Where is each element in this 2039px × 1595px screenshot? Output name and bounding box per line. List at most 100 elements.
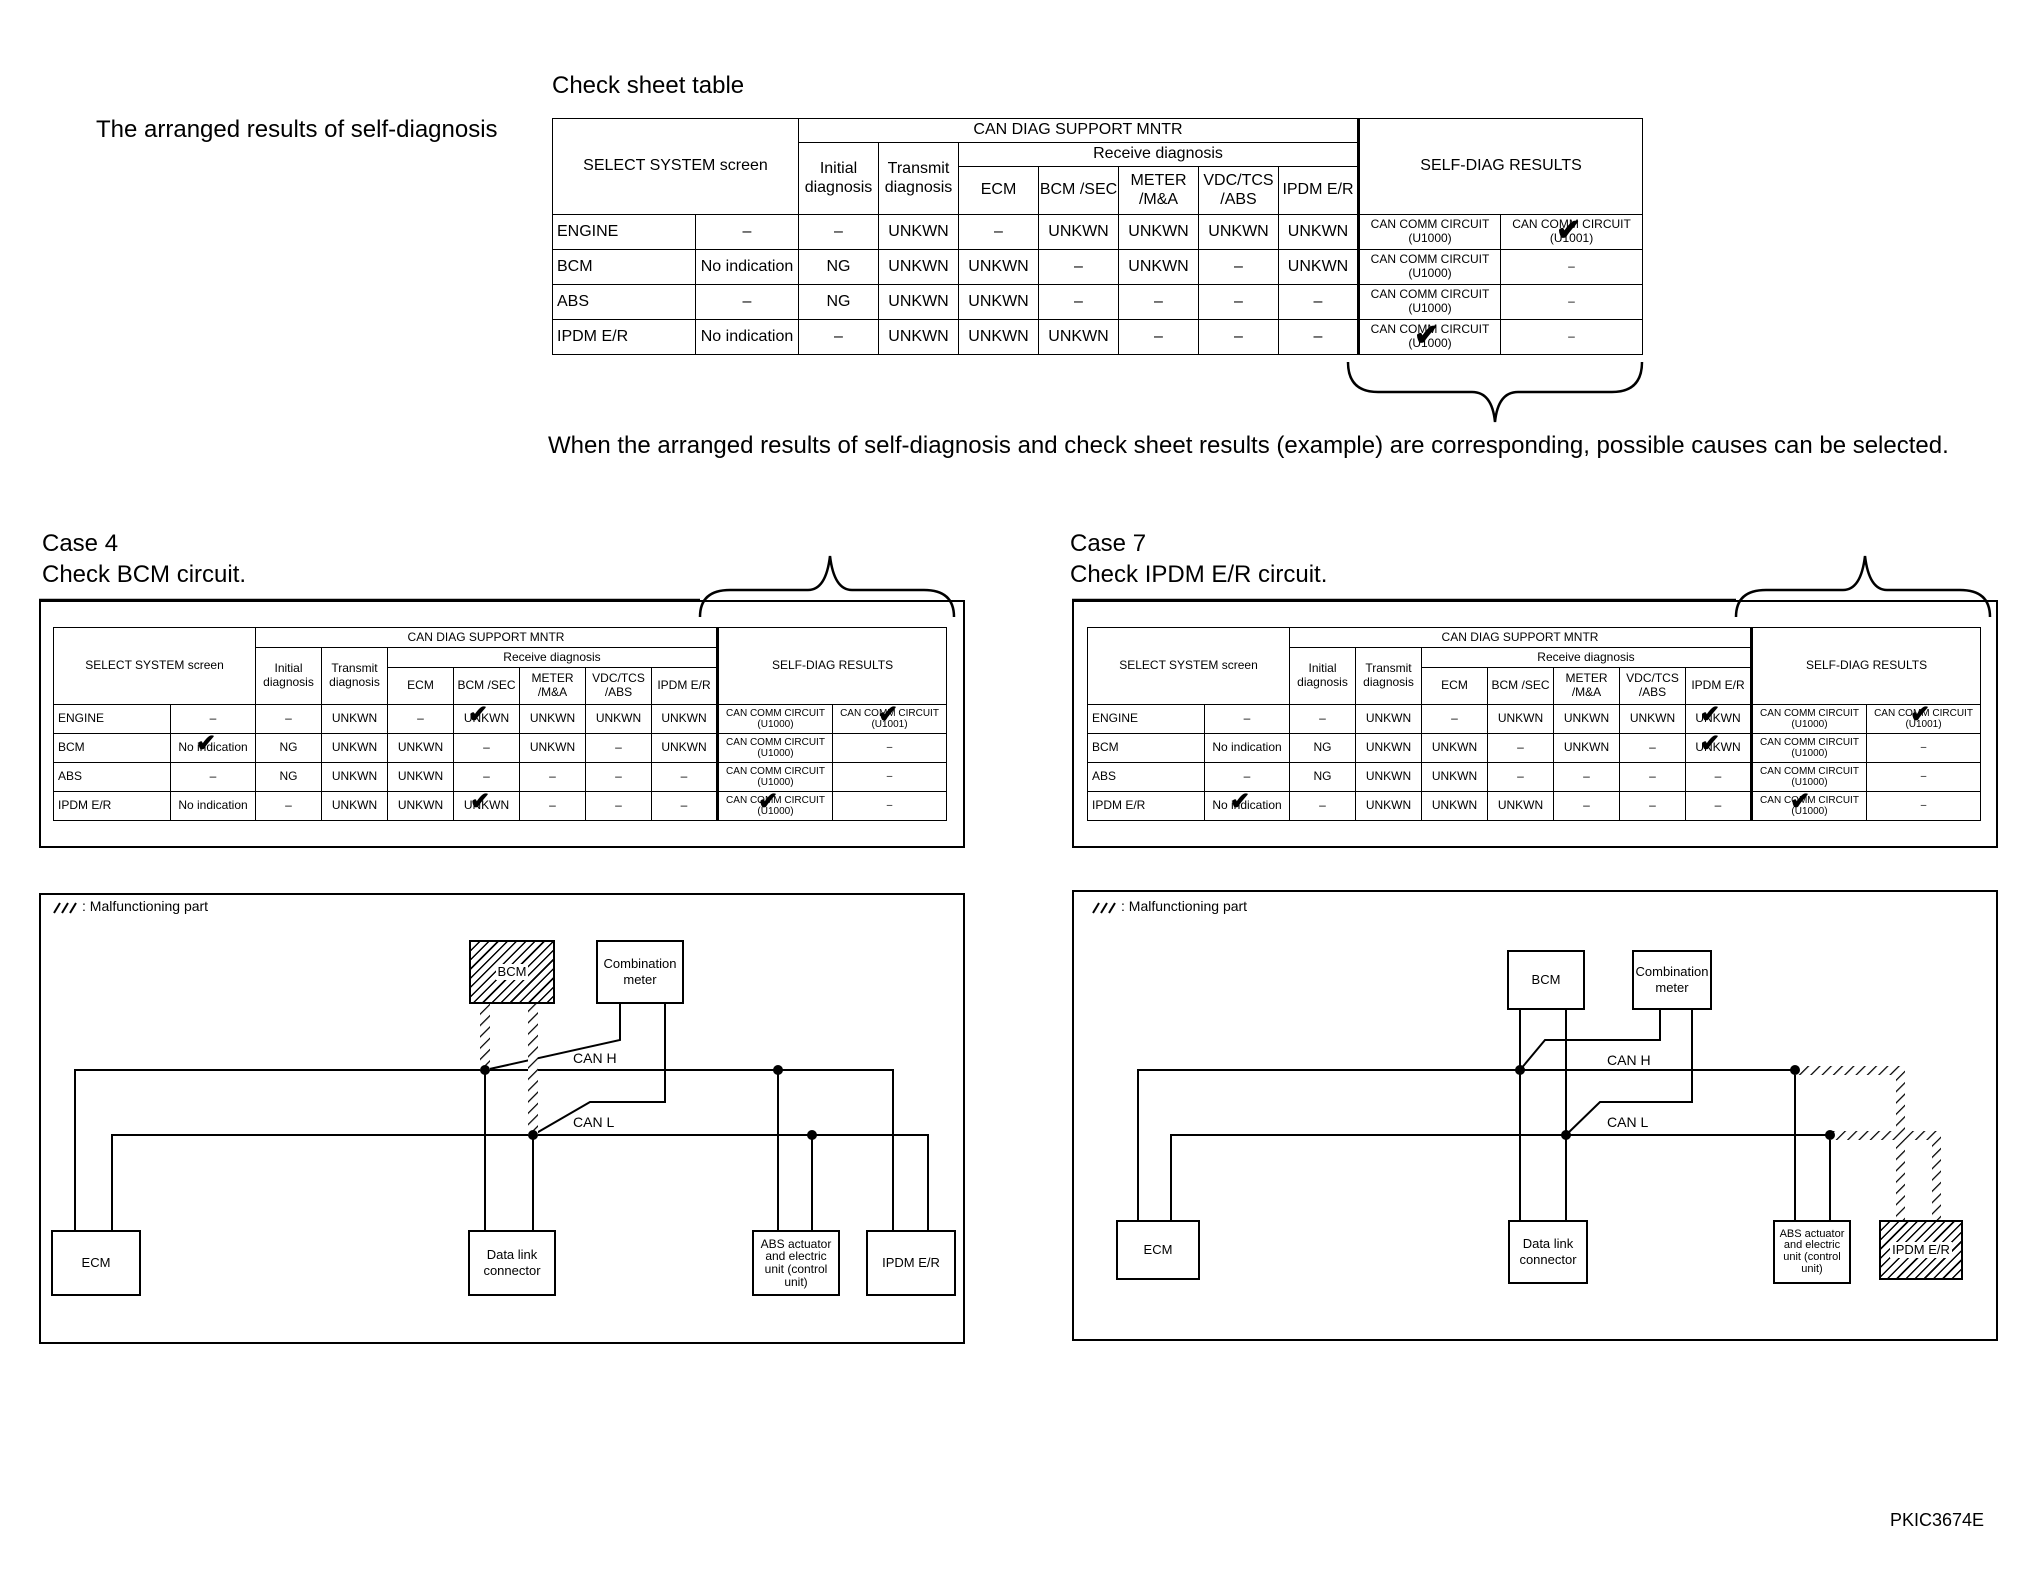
table-row: ENGINE – – UNKWN – UNKWN UNKWN UNKWN UNK… [53, 704, 948, 734]
cell: UNKWN [1421, 791, 1488, 821]
cell: UNKWN [1355, 733, 1422, 763]
cell: UNKWN [387, 791, 454, 821]
cell: UNKWN [585, 704, 652, 734]
cell: UNKWN [878, 319, 959, 355]
meter-col-header: METER /M&A [1553, 667, 1620, 705]
vdc-col-header: VDC/TCS /ABS [1198, 166, 1279, 215]
table-row: ABS – NG UNKWN UNKWN – – – – CAN COMM CI… [53, 762, 948, 792]
cell: No indication [695, 249, 799, 285]
table-row: ENGINE – – UNKWN – UNKWN UNKWN UNKWN UNK… [1087, 704, 1982, 734]
cell: UNKWN [1355, 704, 1422, 734]
can-diag-header: CAN DIAG SUPPORT MNTR [255, 627, 718, 648]
cell: UNKWN [878, 214, 959, 250]
cell: UNKWN [1487, 704, 1554, 734]
row-name: IPDM E/R [552, 319, 696, 355]
case4-ipdm-block: IPDM E/R [866, 1230, 956, 1296]
cell: – [651, 791, 718, 821]
case4-can-l-label: CAN L [573, 1114, 615, 1130]
case7-ecm-block: ECM [1116, 1220, 1200, 1280]
ecm-col-header: ECM [1421, 667, 1488, 705]
cell: – [519, 791, 586, 821]
cell: UNKWN [1553, 704, 1620, 734]
row-name: ENGINE [552, 214, 696, 250]
main-check-sheet-table: SELECT SYSTEM screen CAN DIAG SUPPORT MN… [552, 118, 1644, 355]
cell: UNKWN [1038, 319, 1119, 355]
cell: UNKWN [1355, 762, 1422, 792]
cell: UNKWN [321, 762, 388, 792]
cell: – [585, 791, 652, 821]
cell: – [798, 214, 879, 250]
case7-diagram-frame [1072, 890, 1998, 1341]
cell: – [1198, 319, 1279, 355]
ipdm-col-header: IPDM E/R [1277, 166, 1360, 215]
table-row: IPDM E/R No indication – UNKWN UNKWN UNK… [552, 319, 1644, 355]
table-row: ABS – NG UNKWN UNKWN – – – – CAN COMM CI… [552, 284, 1644, 320]
table-row: BCM No indication NG UNKWN UNKWN – UNKWN… [552, 249, 1644, 285]
case4-can-h-label: CAN H [573, 1050, 617, 1066]
cell: NG [798, 284, 879, 320]
cell: UNKWN [878, 249, 959, 285]
cell: – [387, 704, 454, 734]
bcm-col-header: BCM /SEC [453, 667, 520, 705]
cell: No indication [170, 791, 256, 821]
table-row: BCM No indication NG UNKWN UNKWN – UNKWN… [1087, 733, 1982, 763]
cell: – [695, 214, 799, 250]
check-mark: ✔ [468, 701, 489, 728]
row-name: ENGINE [53, 704, 171, 734]
case7-data-link-block: Data link connector [1508, 1220, 1588, 1284]
cell: CAN COMM CIRCUIT (U1001) [1865, 704, 1982, 734]
ipdm-label: IPDM E/R [1890, 1242, 1952, 1258]
cell: UNKWN [1277, 249, 1360, 285]
cell: NG [798, 249, 879, 285]
cell: UNKWN [1619, 704, 1686, 734]
cell: No indication [1204, 733, 1290, 763]
self-diag-header: SELF-DIAG RESULTS [715, 627, 948, 705]
bcm-col-header: BCM /SEC [1487, 667, 1554, 705]
ecm-col-header: ECM [387, 667, 454, 705]
check-mark: ✔ [1230, 788, 1251, 815]
case7-ipdm-block: IPDM E/R [1879, 1220, 1963, 1280]
receive-diag-header: Receive diagnosis [1421, 647, 1752, 668]
cell: – [1500, 319, 1644, 355]
transmit-diag-header: Transmit diagnosis [878, 142, 959, 215]
case4-combination-meter-block: Combination meter [596, 940, 684, 1004]
ecm-label: ECM [81, 1255, 111, 1271]
cell: CAN COMM CIRCUIT (U1000) [716, 762, 833, 792]
check-sheet-title: Check sheet table [552, 72, 745, 99]
cell: UNKWN [878, 284, 959, 320]
cell: – [831, 762, 948, 792]
cell: – [1118, 319, 1199, 355]
bcm-label: BCM [1531, 972, 1561, 988]
receive-diag-header: Receive diagnosis [957, 142, 1360, 167]
cell: – [1865, 733, 1982, 763]
check-mark: ✔ [1910, 701, 1931, 728]
cell: UNKWN [1355, 791, 1422, 821]
cell: UNKWN [1421, 762, 1488, 792]
row-name: IPDM E/R [53, 791, 171, 821]
case4-bcm-block: BCM [469, 940, 555, 1004]
cell: – [695, 284, 799, 320]
cell: – [831, 791, 948, 821]
cell: NG [1289, 733, 1356, 763]
cell: – [1204, 762, 1290, 792]
meter-col-header: METER /M&A [519, 667, 586, 705]
case4-subtitle: Check BCM circuit. [42, 561, 247, 588]
case7-can-h-label: CAN H [1607, 1052, 1651, 1068]
row-name: ABS [1087, 762, 1205, 792]
case7-abs-block: ABS actuator and electric unit (control … [1773, 1220, 1851, 1284]
case7-check-sheet-table: SELECT SYSTEM screen CAN DIAG SUPPORT MN… [1087, 627, 1982, 821]
case7-title: Case 7 [1070, 530, 1147, 557]
cell: UNKWN [651, 704, 718, 734]
check-mark: ✔ [1700, 701, 1721, 728]
row-name: BCM [552, 249, 696, 285]
cell: UNKWN [1277, 214, 1360, 250]
combination-meter-label: Combination meter [1635, 964, 1709, 995]
check-mark: ✔ [1556, 214, 1582, 247]
bcm-col-header: BCM /SEC [1038, 166, 1119, 215]
bcm-label: BCM [495, 964, 529, 980]
table-row: ENGINE – – UNKWN – UNKWN UNKWN UNKWN UNK… [552, 214, 1644, 250]
ipdm-col-header: IPDM E/R [1685, 667, 1752, 705]
cell: CAN COMM CIRCUIT (U1000) [1357, 319, 1502, 355]
cell: – [1865, 762, 1982, 792]
ecm-label: ECM [1143, 1242, 1173, 1258]
